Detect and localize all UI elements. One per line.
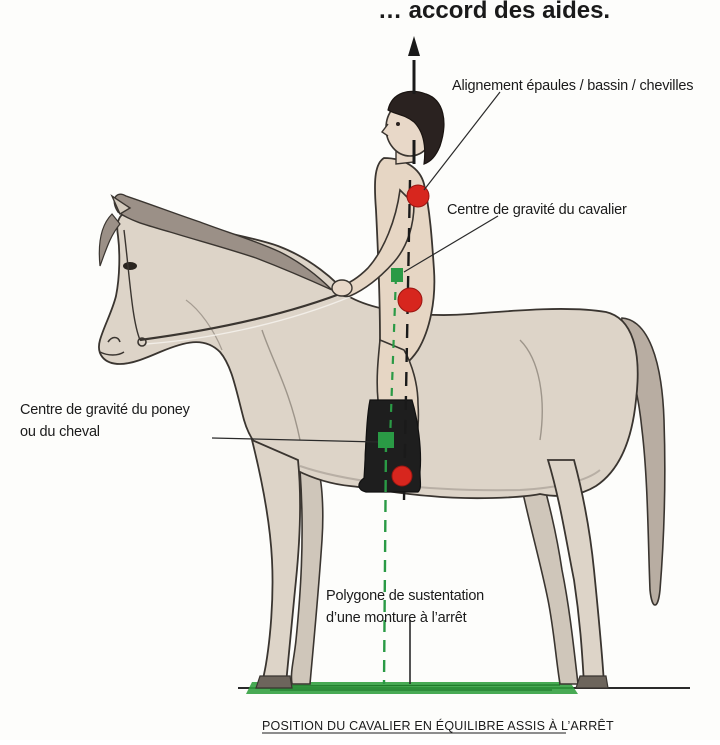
horse-gravity-label-line1: Centre de gravité du poney (20, 402, 191, 418)
polygon-label-line1: Polygone de sustentation (326, 588, 484, 604)
ankle-marker (392, 466, 412, 486)
rider-gravity-marker (391, 268, 403, 282)
header-fragment: … accord des aides. (378, 0, 610, 24)
figure-caption: POSITION DU CAVALIER EN ÉQUILIBRE ASSIS … (262, 718, 614, 733)
horse-forelock (99, 214, 120, 266)
rider-hand (332, 280, 352, 296)
alignment-label: Alignement épaules / bassin / chevilles (452, 78, 693, 94)
horse-hoof-hind (576, 676, 608, 688)
horse-gravity-label-line2: ou du cheval (20, 424, 100, 440)
rider-nose (382, 124, 388, 136)
horse-gravity-marker (378, 432, 394, 448)
horse-eye (123, 262, 137, 270)
rider-gravity-label: Centre de gravité du cavalier (447, 202, 627, 218)
horse-near-foreleg (252, 440, 300, 684)
axis-arrow-up-icon (408, 36, 420, 56)
horse-hoof-front (256, 676, 292, 688)
rider-eye (396, 122, 400, 126)
polygon-label-line2: d’une monture à l’arrêt (326, 610, 467, 626)
hip-marker (398, 288, 422, 312)
